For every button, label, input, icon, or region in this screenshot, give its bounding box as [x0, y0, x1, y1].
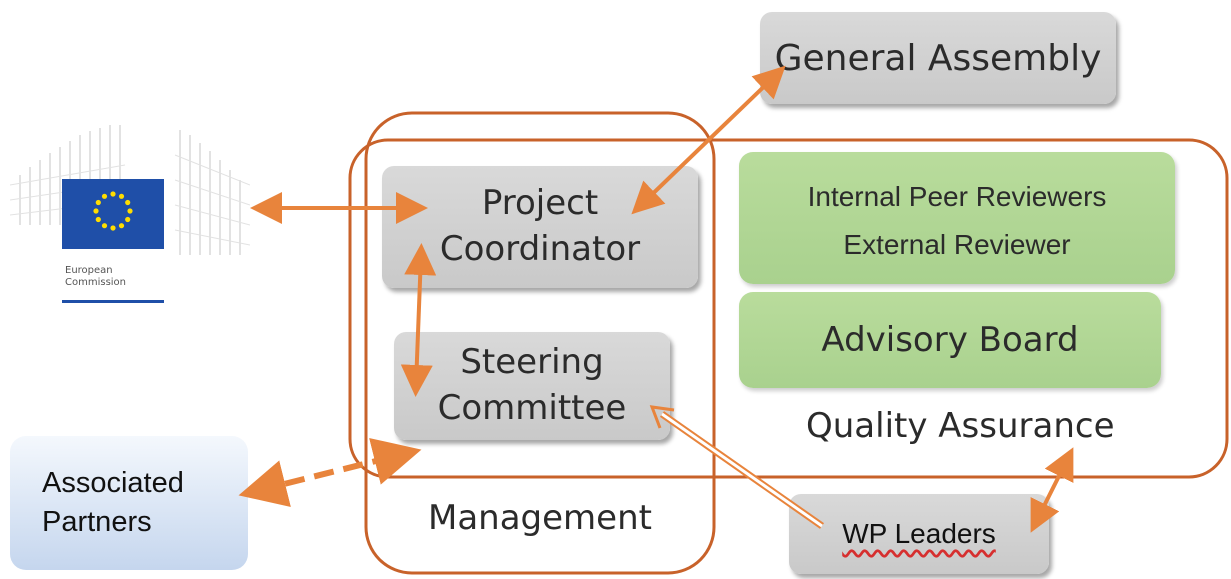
- eu-building-icon: [10, 125, 250, 303]
- node-associated-partners: Associated Partners: [10, 436, 248, 570]
- arrow-wpleaders-quality: [1030, 447, 1074, 533]
- node-associated-partners-line2: Partners: [42, 506, 152, 538]
- node-steering-committee: Steering Committee: [394, 332, 670, 440]
- eu-stars-icon: [93, 191, 133, 231]
- logo-text-line2: Commission: [65, 277, 127, 288]
- node-external-reviewer-label: External Reviewer: [843, 228, 1071, 260]
- logo-text-line1: European: [65, 265, 113, 276]
- arrow-coordinator-steering: [400, 243, 437, 397]
- group-label-quality-assurance: Quality Assurance: [806, 406, 1115, 446]
- node-wp-leaders-label: WP Leaders: [842, 518, 996, 549]
- node-advisory-board: Advisory Board: [739, 292, 1161, 388]
- quality-assurance-group-frame: [348, 138, 1229, 479]
- node-general-assembly-label: General Assembly: [774, 37, 1102, 79]
- node-general-assembly: General Assembly: [760, 12, 1116, 104]
- node-wp-leaders: WP Leaders: [789, 494, 1049, 574]
- arrow-assembly-coordinator: [631, 65, 786, 215]
- node-steering-committee-line2: Committee: [437, 388, 627, 428]
- node-steering-committee-line1: Steering: [460, 342, 604, 383]
- eu-flag: [62, 179, 164, 249]
- european-commission-logo: European Commission: [10, 125, 250, 310]
- group-label-management: Management: [428, 498, 652, 538]
- node-associated-partners-line1: Associated: [42, 466, 184, 499]
- node-internal-peer-reviewers-label: Internal Peer Reviewers: [807, 181, 1107, 213]
- node-project-coordinator-line1: Project: [481, 183, 599, 224]
- management-group-frame: [364, 111, 716, 575]
- arrow-partners-management: [238, 437, 422, 508]
- node-advisory-board-label: Advisory Board: [821, 320, 1079, 360]
- node-project-coordinator-line2: Coordinator: [439, 229, 641, 269]
- node-reviewers: Internal Peer Reviewers External Reviewe…: [739, 152, 1175, 284]
